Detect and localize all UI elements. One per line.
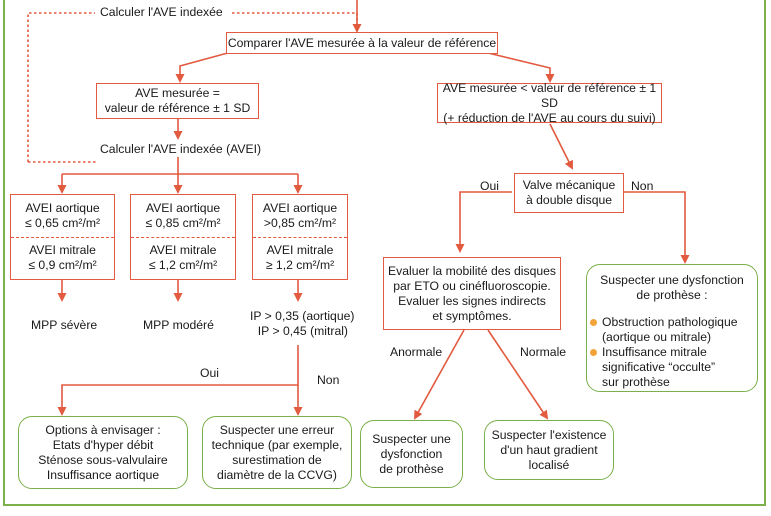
ave-less-line2: (+ réduction de l'AVE au cours du suivi) — [443, 110, 656, 125]
frame-left-border — [3, 0, 5, 506]
left-yes-label: Oui — [200, 366, 219, 380]
avei-col3-box: AVEI aortique >0,85 cm²/m² AVEI mitrale … — [252, 194, 348, 280]
valve-line2: à double disque — [525, 193, 613, 207]
col3-mitral-label: AVEI mitrale — [266, 243, 334, 258]
mpp-moderate-label: MPP modéré — [143, 318, 214, 332]
dotted-loop-line — [27, 12, 95, 162]
compare-text: Comparer l'AVE mesurée à la valeur de ré… — [227, 35, 497, 50]
compute-avei-label: Calculer l'AVE indexée (AVEI) — [100, 142, 262, 156]
abnormal-label: Anormale — [390, 345, 443, 359]
dysfunction-line-1: Suspecter une — [372, 431, 451, 446]
col2-mitral-label: AVEI mitrale — [149, 243, 217, 258]
ip-split-line — [57, 345, 299, 416]
dysfunction-line-3: de prothèse — [379, 461, 444, 476]
col3-aortic-value: >0,85 cm²/m² — [263, 215, 337, 230]
suspect-list: Obstruction pathologique (aortique ou mi… — [584, 315, 760, 390]
dysfunction-line-2: dysfonction — [380, 446, 443, 461]
dysfunction-box: Suspecter une dysfonction de prothèse — [360, 420, 463, 488]
compare-box: Comparer l'AVE mesurée à la valeur de ré… — [226, 32, 498, 54]
options-title: Options à envisager : — [45, 422, 161, 437]
col1-separator — [11, 236, 114, 238]
ip-aortic-label: IP > 0,35 (aortique) — [250, 309, 355, 323]
bullet-dot-icon — [590, 349, 597, 357]
frame-bottom-border — [3, 504, 766, 506]
avei-split-line — [62, 157, 298, 175]
evaluate-line-1: Evaluer la mobilité des disques — [387, 263, 556, 278]
evaluate-line-4: et symptômes. — [432, 308, 512, 323]
gradient-line-1: Suspecter l'existence — [491, 427, 607, 442]
col2-separator — [131, 236, 235, 238]
suspect-dysfunction-box: Suspecter une dysfonction de prothèse : … — [586, 264, 758, 392]
col2-aortic-value: ≤ 0,85 cm²/m² — [145, 215, 221, 230]
gradient-line-3: localisé — [528, 457, 570, 472]
options-box: Options à envisager : Etats d'hyper débi… — [18, 416, 188, 489]
ave-equal-line1: AVE mesurée = — [135, 86, 220, 100]
suspect-title-2: de prothèse : — [636, 288, 708, 302]
col3-mitral-value: ≥ 1,2 cm²/m² — [265, 258, 335, 273]
arrow-compare-left — [175, 50, 236, 83]
valve-line1: Valve mécanique — [522, 178, 616, 192]
bullet1-line2: (aortique ou mitrale) — [602, 330, 712, 344]
avei-col2-box: AVEI aortique ≤ 0,85 cm²/m² AVEI mitrale… — [130, 194, 236, 280]
right-no-label: Non — [631, 179, 654, 193]
arrow-less-valve — [549, 123, 573, 170]
evaluate-box: Evaluer la mobilité des disques par ETO … — [383, 257, 561, 330]
suspect-bullet-1: Obstruction pathologique — [590, 315, 760, 330]
bullet2-line1: Insuffisance mitrale — [602, 345, 707, 359]
mpp-severe-label: MPP sévère — [31, 318, 98, 332]
left-no-label: Non — [317, 373, 340, 387]
col1-mitral-value: ≤ 0,9 cm²/m² — [28, 258, 97, 273]
ave-less-box: AVE mesurée < valeur de référence ± 1 SD… — [437, 80, 662, 125]
bullet-dot-icon — [590, 319, 597, 327]
ave-equal-box: AVE mesurée = valeur de référence ± 1 SD — [96, 83, 259, 119]
suspect-bullet-2: Insuffisance mitrale — [590, 345, 760, 360]
bullet2-line3: sur prothèse — [602, 375, 670, 389]
gradient-box: Suspecter l'existence d'un haut gradient… — [484, 420, 614, 480]
ip-mitral-label: IP > 0,45 (mitral) — [257, 324, 348, 338]
right-yes-label: Oui — [480, 179, 499, 193]
ave-equal-line2: valeur de référence ± 1 SD — [104, 101, 251, 115]
gradient-line-2: d'un haut gradient — [500, 442, 598, 457]
error-line-2: technique (par exemple, — [211, 437, 343, 452]
col1-aortic-label: AVEI aortique — [25, 200, 100, 215]
error-line-3: surestimation de — [232, 452, 322, 467]
error-line-4: diamètre de la CCVG) — [217, 467, 337, 482]
evaluate-line-3: Evaluer les signes indirects — [398, 293, 546, 308]
bullet2-line2: significative “occulte” — [602, 360, 716, 374]
options-item-2: Sténose sous-valvulaire — [38, 452, 168, 467]
avei-col1-box: AVEI aortique ≤ 0,65 cm²/m² AVEI mitrale… — [10, 194, 115, 280]
col3-aortic-label: AVEI aortique — [262, 200, 338, 215]
col2-aortic-label: AVEI aortique — [145, 200, 221, 215]
compute-ave-indexed-label: Calculer l'AVE indexée — [100, 5, 223, 19]
bullet1-line1: Obstruction pathologique — [602, 315, 738, 329]
technical-error-box: Suspecter une erreur technique (par exem… — [202, 416, 352, 489]
suspect-title-1: Suspecter une dysfonction — [600, 273, 744, 287]
normal-label: Normale — [520, 345, 567, 359]
frame-right-border — [764, 0, 766, 506]
arrow-compare-right — [479, 50, 555, 83]
ave-less-line1: AVE mesurée < valeur de référence ± 1 SD — [442, 80, 657, 110]
col1-aortic-value: ≤ 0,65 cm²/m² — [24, 215, 101, 230]
col2-mitral-value: ≤ 1,2 cm²/m² — [148, 258, 218, 273]
col1-mitral-label: AVEI mitrale — [29, 243, 96, 258]
col3-separator — [253, 236, 347, 238]
valve-box: Valve mécanique à double disque — [514, 173, 624, 213]
error-line-1: Suspecter une erreur — [219, 422, 335, 437]
dotted-top-right — [232, 12, 362, 33]
evaluate-line-2: par ETO ou cinéfluoroscopie. — [393, 278, 551, 293]
options-item-3: Insuffisance aortique — [46, 467, 160, 482]
options-item-1: Etats d'hyper débit — [52, 437, 154, 452]
